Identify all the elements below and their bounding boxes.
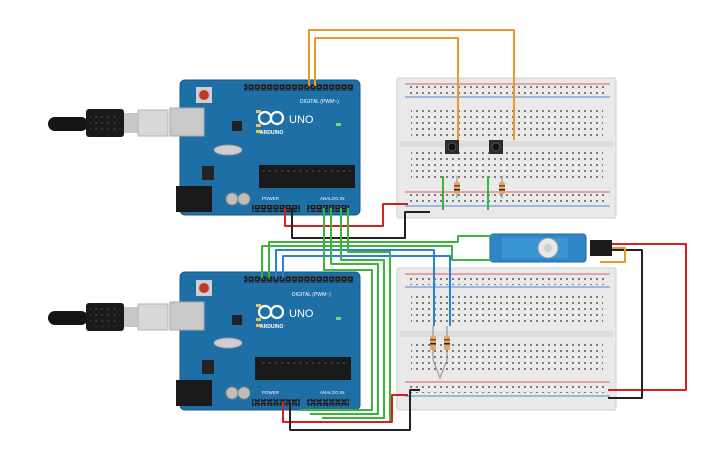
- model-label: UNO: [289, 308, 314, 320]
- resistor-icon: [499, 176, 505, 198]
- breadboard-bottom: [396, 267, 617, 411]
- pushbutton-icon[interactable]: [489, 140, 503, 154]
- infinity-logo-icon: [257, 304, 285, 320]
- analog-label: ANALOG IN: [320, 390, 345, 395]
- reset-button-icon[interactable]: [196, 280, 212, 296]
- brand-label: ARDUINO: [260, 130, 283, 136]
- usb-cable-icon: [48, 303, 169, 331]
- resistor-lead: [432, 359, 448, 380]
- resistor-icon: [430, 326, 436, 360]
- model-label: UNO: [289, 114, 314, 126]
- reset-button-icon[interactable]: [196, 87, 212, 103]
- usb-cable-icon: [48, 109, 169, 137]
- power-label: POWER: [262, 390, 280, 395]
- breadboard-top: [396, 77, 617, 219]
- infinity-logo-icon: [257, 110, 285, 126]
- power-label: POWER: [262, 196, 280, 201]
- digital-label: DIGITAL (PWM~): [292, 292, 331, 298]
- digital-label: DIGITAL (PWM~): [300, 99, 339, 105]
- analog-label: ANALOG IN: [320, 196, 345, 201]
- pushbutton-icon[interactable]: [445, 140, 459, 154]
- resistor-icon: [454, 176, 460, 198]
- arduino-uno-top[interactable]: DIGITAL (PWM~) ARDUINO UNO POWER ANALOG …: [48, 79, 361, 216]
- brand-label: ARDUINO: [260, 324, 283, 330]
- arduino-uno-bottom[interactable]: DIGITAL (PWM~) ARDUINO UNO POWER ANALOG …: [48, 271, 361, 411]
- resistor-icon: [444, 326, 450, 360]
- servo-icon[interactable]: [489, 233, 612, 263]
- wires: [261, 29, 687, 431]
